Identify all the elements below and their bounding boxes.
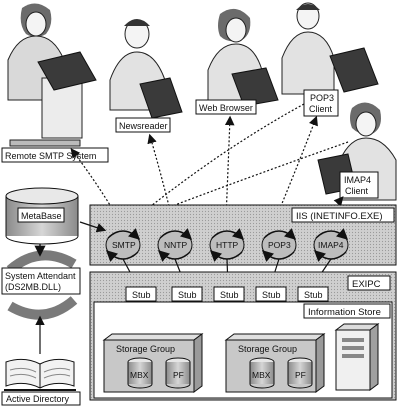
arrow-imap4client-to-smtp [127,141,349,224]
remote-smtp-label: Remote SMTP System [5,151,96,161]
storage-group-1: Storage Group MBX PF [102,333,204,393]
system-attendant-label-2: (DS2MB.DLL) [5,282,61,292]
metabase-label-box [17,207,65,223]
pop3-client-person [281,2,379,95]
protocol-label-smtp: SMTP [112,240,136,250]
storage-group-2-title: Storage Group [238,344,297,354]
stub-label-2: Stub [178,290,197,300]
protocol-cycles: SMTP NNTP HTTP POP3 IMAP4 [105,228,349,262]
storage-group-2-db2: PF [295,370,306,380]
stub-box-1 [125,286,157,302]
pop3-client-label-2: Client [309,104,333,114]
system-attendant-cycle [6,244,78,320]
arrow-metabase-to-iis [79,221,107,233]
storage-group-1-db1: MBX [130,370,149,380]
imap4-client-label-1: IMAP4 [344,175,371,185]
storage-group-1-title: Storage Group [116,344,175,354]
information-store-title: Information Store [308,307,381,318]
arrow-pop3-to-client [275,115,318,219]
imap4-client-label-box [339,171,379,199]
protocol-label-pop3: POP3 [268,240,291,250]
protocol-smtp: SMTP [105,228,141,262]
pop3-client-label-1: POP3 [310,93,334,103]
imap4-client-label-2: Client [345,186,369,196]
newsreader-label: Newsreader [119,121,168,131]
protocol-pop3: POP3 [261,228,297,262]
remote-smtp-person [7,3,97,147]
protocol-imap4: IMAP4 [313,228,349,262]
storage-group-1-db2: PF [173,370,184,380]
exipc-title: EXIPC [352,279,381,290]
protocol-http: HTTP [209,228,245,262]
metabase-label: MetaBase [21,211,62,221]
client-connection-arrows [70,103,349,224]
iis-title: IIS (INETINFO.EXE) [296,211,383,222]
web-browser-label: Web Browser [199,103,253,113]
newsreader-person [109,19,183,119]
active-directory-label: Active Directory [6,394,70,404]
stub-box-2 [171,286,203,302]
remote-smtp-label-box [1,147,109,163]
storage-group-2: Storage Group MBX PF [224,333,326,393]
web-browser-label-box [195,99,257,115]
stub-label-1: Stub [132,290,151,300]
protocol-label-http: HTTP [216,240,239,250]
exipc-title-box [347,275,391,291]
information-store-title-box [303,303,391,319]
server-tower-icon [334,323,380,391]
arrow-pop3client-to-smtp [134,103,305,220]
stub-box-3 [213,286,245,302]
storage-group-2-db1: MBX [252,370,271,380]
stub-label-3: Stub [220,290,239,300]
stub-box-5 [297,286,329,302]
active-directory-label-box [1,391,81,406]
iis-title-box [291,207,395,223]
active-directory-book-icon [4,358,76,391]
system-attendant-label-box [1,267,81,295]
stub-label-4: Stub [262,290,281,300]
stubs: Stub Stub Stub Stub Stub [125,286,329,302]
newsreader-label-box [115,117,171,133]
stub-box-4 [255,286,287,302]
stub-label-5: Stub [304,290,323,300]
system-attendant-label-1: System Attendant [5,271,76,281]
protocol-nntp: NNTP [157,228,193,262]
arrow-http-to-browser [224,115,235,219]
protocol-label-imap4: IMAP4 [318,240,344,250]
pop3-client-label-box [303,89,339,117]
protocol-label-nntp: NNTP [164,240,187,250]
web-browser-person [207,8,279,107]
